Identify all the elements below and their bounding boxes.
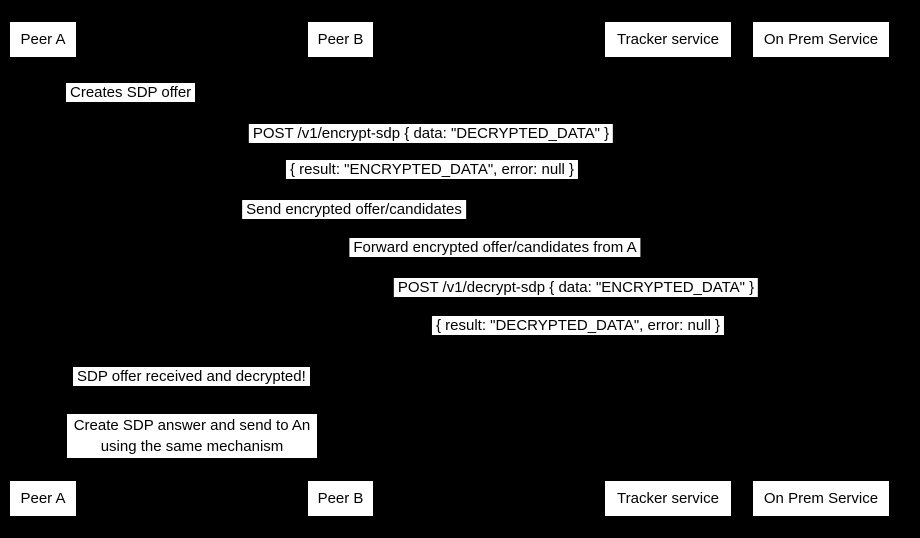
message-creates-sdp-offer: Creates SDP offer [66,83,196,102]
message-decrypt-result: { result: "DECRYPTED_DATA", error: null … [431,316,725,335]
note-create-sdp-answer: Create SDP answer and send to An using t… [67,414,317,458]
message-send-encrypted-offer: Send encrypted offer/candidates [242,200,466,219]
actor-peer-b-top: Peer B [308,22,373,57]
actor-on-prem-service-top: On Prem Service [753,22,889,57]
actor-on-prem-service-bottom: On Prem Service [753,481,889,516]
actor-tracker-service-top: Tracker service [605,22,731,57]
note-line-2: using the same mechanism [100,438,284,455]
message-post-encrypt-sdp: POST /v1/encrypt-sdp { data: "DECRYPTED_… [248,124,614,143]
message-offer-received-decrypted: SDP offer received and decrypted! [73,367,310,386]
note-line-1: Create SDP answer and send to An [73,417,311,434]
message-forward-encrypted-offer: Forward encrypted offer/candidates from … [349,238,641,257]
actor-peer-a-top: Peer A [10,22,76,57]
actor-tracker-service-bottom: Tracker service [605,481,731,516]
actor-peer-a-bottom: Peer A [10,481,76,516]
message-encrypt-result: { result: "ENCRYPTED_DATA", error: null … [285,160,579,179]
actor-peer-b-bottom: Peer B [308,481,373,516]
message-post-decrypt-sdp: POST /v1/decrypt-sdp { data: "ENCRYPTED_… [393,278,759,297]
